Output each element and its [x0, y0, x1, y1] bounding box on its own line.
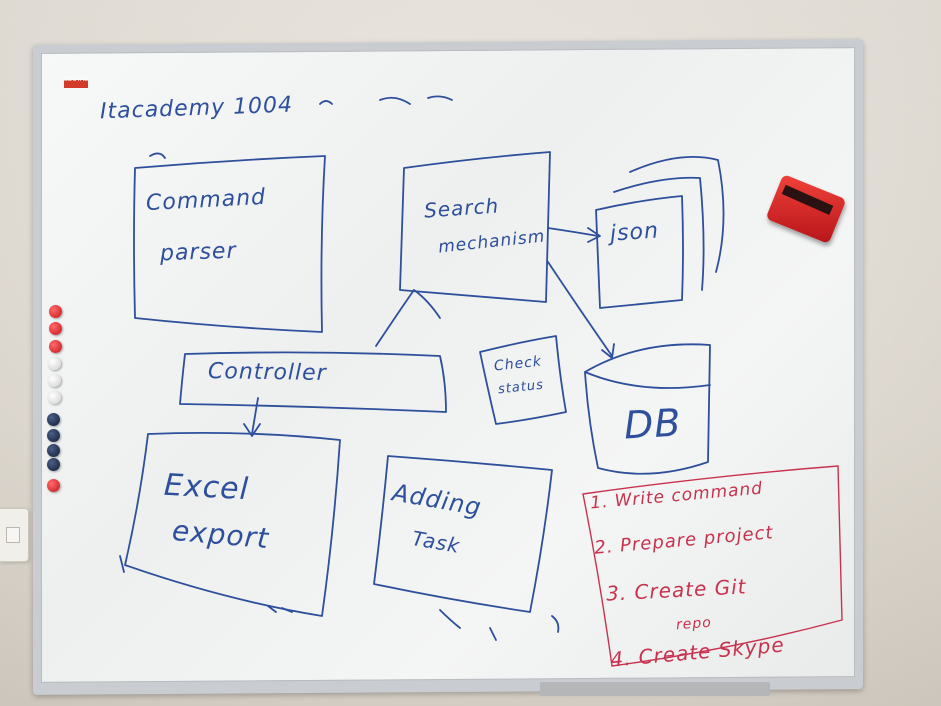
box-db — [584, 343, 711, 475]
magnet-white — [48, 357, 61, 370]
magnet-navy — [47, 413, 60, 426]
label-json: json — [609, 218, 660, 247]
magnet-red — [49, 305, 62, 318]
magnet-white — [48, 391, 61, 404]
light-switch — [0, 508, 29, 562]
box-adding-task — [373, 455, 553, 613]
brand-label: EDUTAB — [64, 76, 89, 83]
box-command-parser — [133, 155, 326, 333]
arrow-controller-to-excel — [243, 397, 261, 437]
brand-logo — [64, 80, 88, 88]
box-excel-export — [124, 431, 341, 617]
arrow-search-to-json — [547, 227, 601, 243]
box-search-mechanism — [399, 151, 551, 303]
magnet-navy — [47, 444, 60, 457]
box-controller — [179, 351, 447, 413]
label-controller: Controller — [207, 358, 327, 387]
box-json — [595, 195, 684, 309]
magnet-red — [49, 340, 62, 353]
todo-box — [582, 465, 843, 667]
label-db: DB — [622, 400, 683, 448]
magnet-navy — [47, 458, 60, 471]
magnet-navy — [47, 429, 60, 442]
label-excel: Excel — [163, 467, 250, 508]
magnet-red — [49, 322, 62, 335]
arrow-controller-to-search — [375, 289, 441, 347]
todo-item-4-repo: repo — [675, 614, 713, 634]
magnet-white — [48, 374, 61, 387]
magnet-red — [47, 479, 60, 492]
box-check-status — [479, 335, 567, 425]
arrow-search-to-db — [547, 261, 615, 359]
label-parser: parser — [159, 238, 237, 267]
marker-tray — [540, 682, 770, 696]
